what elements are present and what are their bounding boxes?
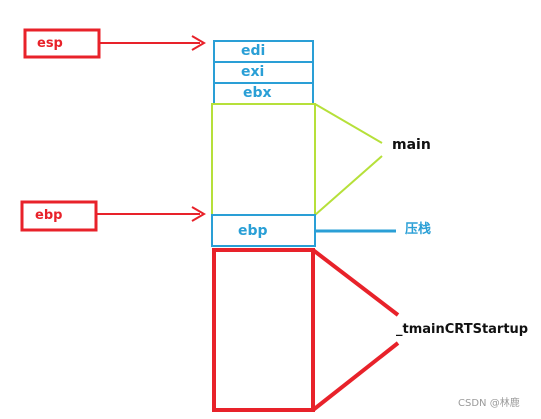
- esp-label: esp: [37, 36, 63, 51]
- stack-label-edi: edi: [241, 43, 266, 59]
- ebp-arrow-head: [191, 206, 206, 222]
- ebp-box: [20, 200, 98, 232]
- watermark: CSDN @林鹿: [458, 398, 520, 409]
- main-bracket-top: [314, 103, 383, 144]
- main-label: main: [392, 137, 431, 153]
- stack-label-ebx: ebx: [243, 85, 272, 101]
- stack-label-ebp: ebp: [238, 223, 268, 239]
- tmain-bracket-bottom: [311, 341, 400, 412]
- tmain-bracket-top: [311, 248, 400, 317]
- main-bracket-bottom: [314, 155, 383, 216]
- tmain-frame: [212, 248, 315, 412]
- esp-arrow-head: [191, 35, 206, 51]
- stack-label-exi: exi: [241, 64, 265, 80]
- push-label: 压栈: [405, 222, 432, 237]
- tmain-label: _tmainCRTStartup: [396, 322, 529, 337]
- ebp-pointer-label: ebp: [35, 208, 63, 223]
- main-frame: [211, 103, 316, 216]
